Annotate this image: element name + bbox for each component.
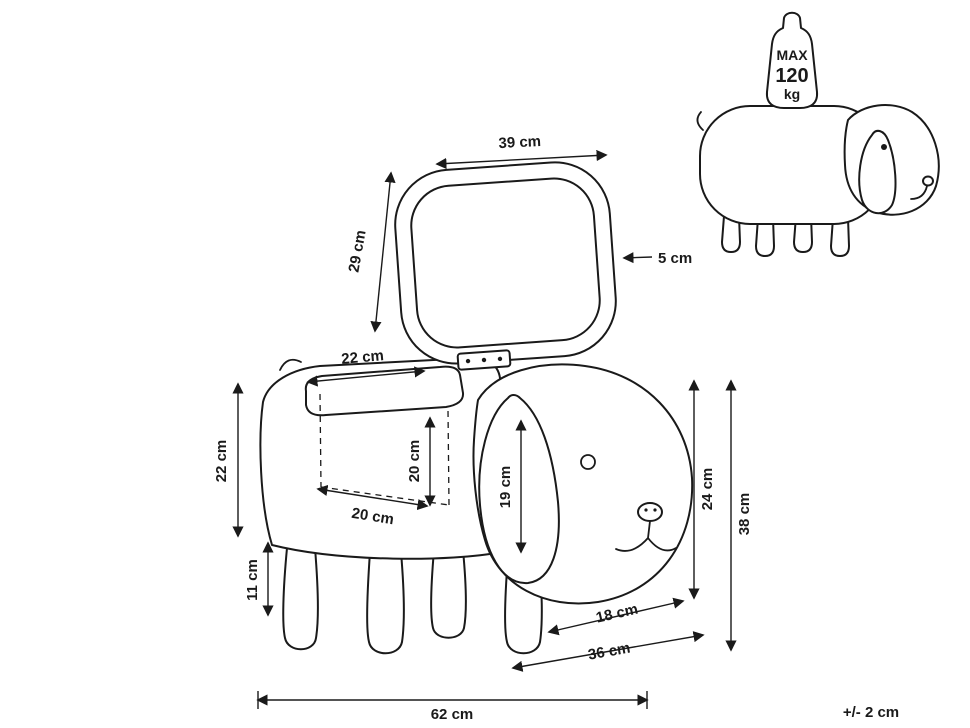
dog-eye — [580, 454, 596, 470]
label-total-height: 38 cm — [736, 493, 753, 536]
main-ottoman-drawing — [259, 161, 694, 655]
mini-dog-nose — [922, 175, 934, 187]
dog-nose — [637, 502, 663, 522]
mini-dog-tail — [696, 111, 704, 131]
mini-dog-ear — [858, 129, 897, 215]
label-opening-width: 22 cm — [341, 347, 385, 368]
label-body-height: 22 cm — [213, 440, 230, 483]
dim-line-lid-width — [435, 149, 608, 170]
max-load-value: 120 — [775, 65, 808, 87]
dim-line-head-width — [547, 597, 685, 636]
label-head-height: 24 cm — [699, 468, 716, 511]
max-load-illustration: MAX 120 kg — [696, 11, 940, 257]
leg-front-mid — [366, 551, 405, 655]
label-inner-width: 20 cm — [350, 505, 395, 528]
mini-dog-eye — [881, 144, 887, 150]
label-total-length: 62 cm — [431, 706, 474, 723]
dim-line-lid-thickness — [622, 252, 653, 264]
label-lid-thickness: 5 cm — [658, 250, 692, 267]
max-load-label: MAX — [776, 47, 808, 63]
dimension-arrows — [232, 149, 737, 709]
label-head-width: 18 cm — [594, 601, 639, 627]
label-tolerance: +/- 2 cm — [843, 704, 899, 721]
lid-inner — [410, 177, 601, 349]
dim-line-opening-width — [306, 366, 426, 387]
mini-dog-face — [881, 144, 934, 200]
ottoman-lid — [394, 161, 617, 365]
label-ear-height: 19 cm — [497, 466, 514, 509]
interior-dashed-lines — [319, 393, 450, 506]
dim-line-lid-depth — [370, 171, 396, 333]
label-front-width: 36 cm — [587, 640, 632, 664]
label-lid-width: 39 cm — [498, 133, 541, 152]
leg-rear — [430, 549, 467, 639]
dim-line-inner-width — [316, 484, 429, 511]
leg-front-left — [282, 547, 319, 651]
dog-face — [580, 454, 677, 552]
dog-mouth — [615, 520, 677, 552]
label-leg-height: 11 cm — [244, 559, 261, 601]
label-inner-depth: 20 cm — [406, 440, 423, 483]
tail-bump — [279, 358, 302, 371]
dim-line-front-width — [511, 631, 705, 672]
mini-dog-mouth — [910, 185, 928, 200]
max-weight-icon: MAX 120 kg — [765, 11, 819, 109]
max-load-unit: kg — [784, 86, 800, 102]
label-lid-depth: 29 cm — [346, 229, 370, 274]
lid-hinge — [456, 349, 512, 371]
